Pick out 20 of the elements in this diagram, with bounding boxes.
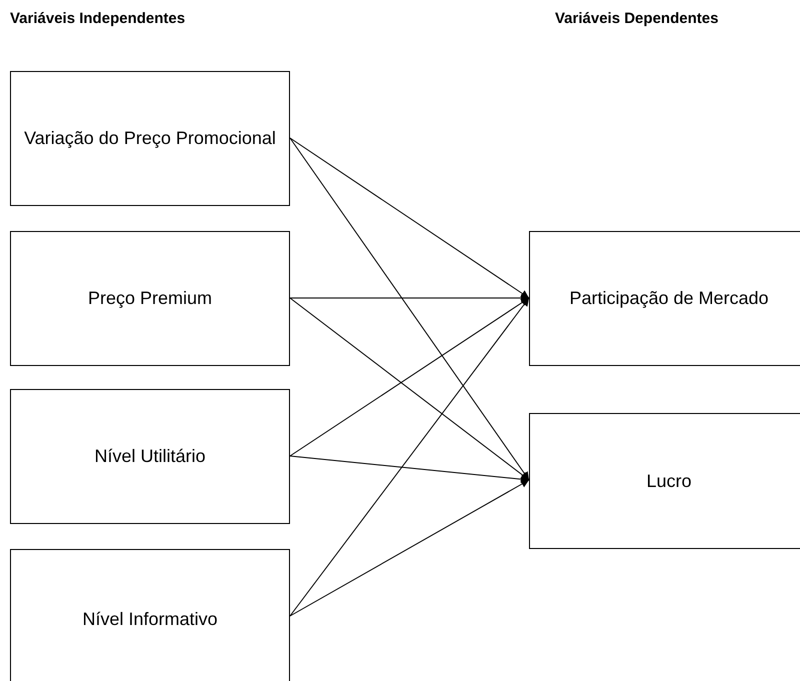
variable-box [10,549,290,681]
variable-box [10,71,290,206]
arrow [290,456,530,484]
variable-box [10,389,290,524]
arrow [290,138,530,298]
variable-label: Participação de Mercado [569,287,769,310]
variable-box [529,413,800,549]
arrow [290,138,530,480]
variable-label: Variação do Preço Promocional [24,127,276,150]
variable-box [529,231,800,366]
arrow [290,298,530,616]
column-heading: Variáveis Independentes [10,10,186,27]
variable-box [10,231,290,366]
variable-label: Nível Utilitário [94,445,206,468]
variable-label: Preço Premium [88,287,212,310]
variable-label: Lucro [646,470,692,492]
column-heading: Variáveis Dependentes [555,10,718,27]
variable-label: Nível Informativo [82,608,218,630]
arrow [290,294,530,302]
arrow [290,480,530,616]
